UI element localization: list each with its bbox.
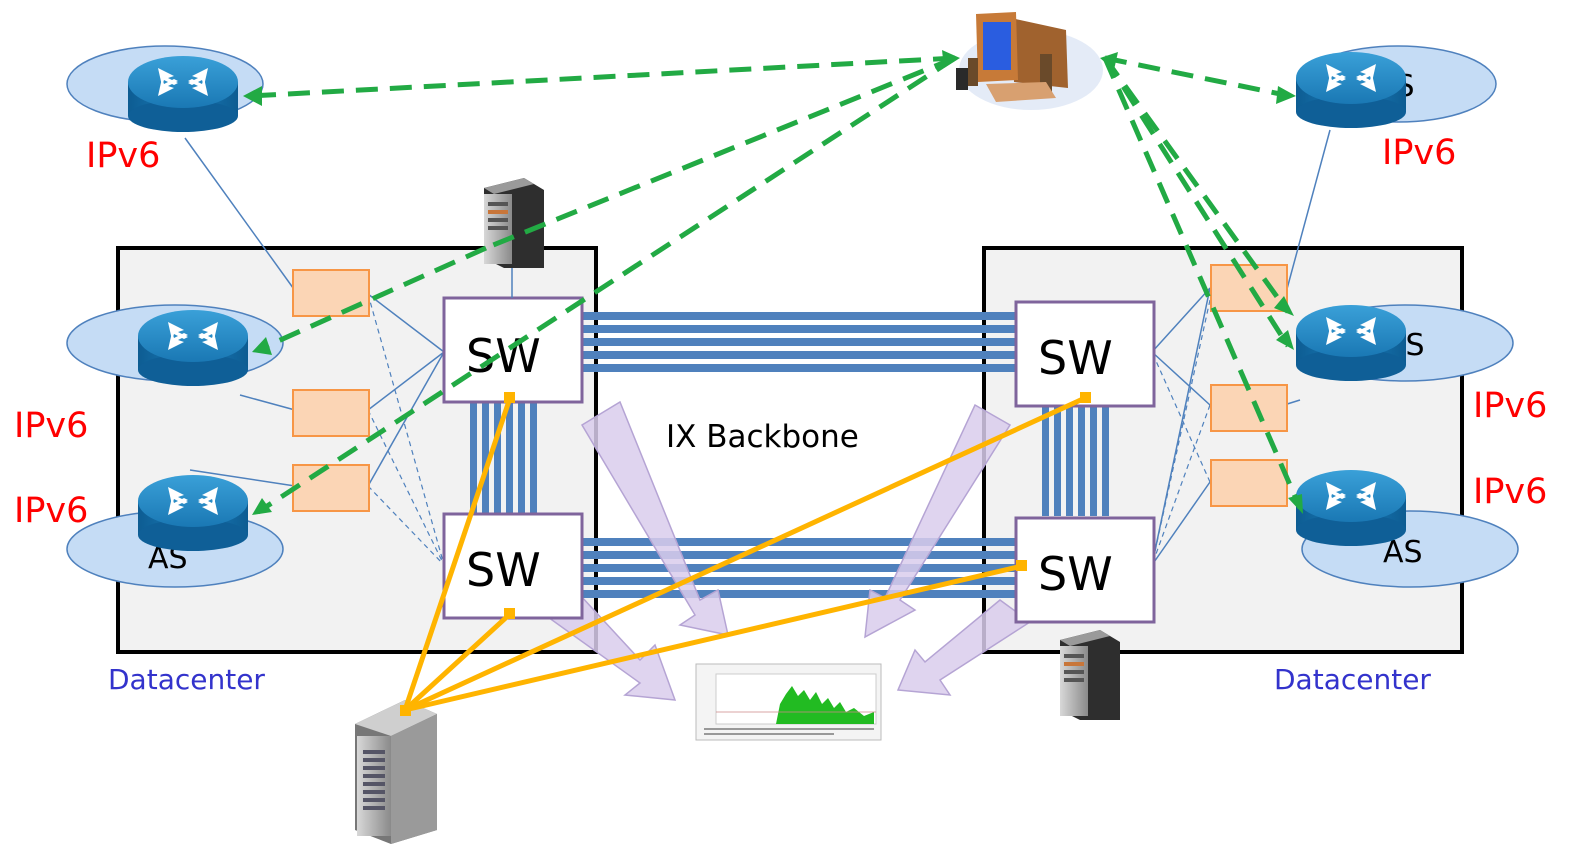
flow-arrow (896, 599, 1032, 696)
ipv6-label: IPv6 (1473, 386, 1547, 426)
ipv6-label: IPv6 (14, 406, 88, 446)
port-backup-links (367, 293, 1211, 566)
ipv6-label: IPv6 (1382, 133, 1456, 173)
inter-switch-links-right (1042, 400, 1109, 516)
datacenter-label-right: Datacenter (1274, 663, 1431, 696)
monitor-workstation-icon (956, 12, 1103, 110)
switch-label: SW (466, 329, 541, 383)
backbone-label: IX Backbone (666, 419, 859, 455)
datacenter-label-left: Datacenter (108, 663, 265, 696)
port-box (1210, 264, 1288, 312)
backbone-links-bottom (580, 538, 1016, 598)
router-icon (1296, 305, 1406, 381)
traffic-graph-icon (695, 663, 882, 741)
router-icon (128, 56, 238, 132)
switch-label: SW (1038, 331, 1113, 385)
router-icon (138, 475, 248, 551)
server-icon (1060, 630, 1120, 720)
monitor-links (249, 55, 1303, 515)
flow-arrows (543, 400, 1032, 701)
port-box (292, 389, 370, 437)
collector-server-icon (355, 700, 437, 844)
monitor-link-arrowheads (243, 50, 1303, 515)
flow-arrow (543, 594, 677, 701)
ipv6-label: IPv6 (86, 136, 160, 176)
flow-arrow (580, 400, 729, 636)
port-box (1210, 459, 1288, 507)
router-icon (1296, 52, 1406, 128)
port-box (292, 269, 370, 317)
collector-link-endpoints (400, 392, 1091, 716)
router-port-links (184, 129, 1331, 566)
server-icon (484, 178, 544, 268)
router-icon (138, 310, 248, 386)
port-box (292, 464, 370, 512)
switch-label: SW (1038, 547, 1113, 601)
collector-links (402, 395, 1087, 713)
router-icon (1296, 470, 1406, 546)
ipv6-label: IPv6 (14, 491, 88, 531)
port-box (1210, 384, 1288, 432)
switch-label: SW (466, 543, 541, 597)
inter-switch-links-left (470, 400, 537, 516)
backbone-links-top (580, 312, 1016, 372)
ipv6-label: IPv6 (1473, 472, 1547, 512)
